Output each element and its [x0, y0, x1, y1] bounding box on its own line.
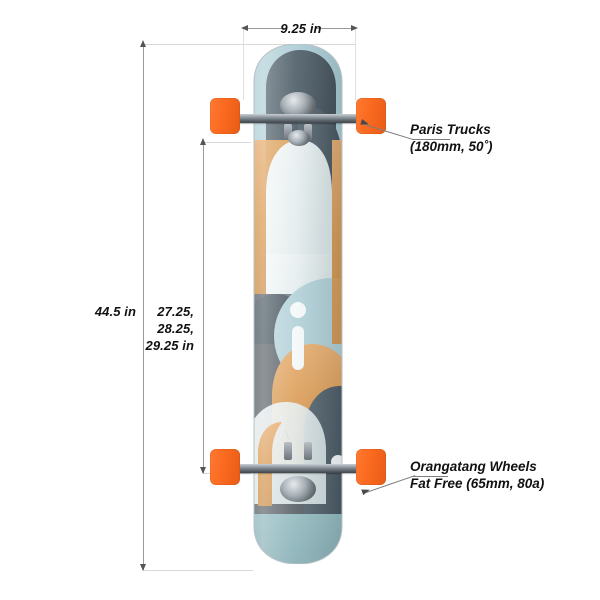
top-truck-hanger [280, 92, 316, 118]
wheel-rear-right [356, 449, 386, 485]
top-truck-pivot [288, 130, 310, 146]
wheelbase-dimension-label-line1: 27.25, [157, 304, 194, 319]
trucks-callout-leader-flat [412, 139, 450, 140]
wheelbase-arrow-bottom-icon [200, 467, 206, 474]
length-dimension-line [143, 44, 144, 570]
top-truck-axle [230, 114, 366, 123]
wheel-front-left [210, 98, 240, 134]
wheel-rear-left [210, 449, 240, 485]
wheelbase-dimension-line [203, 142, 204, 473]
wheelbase-dimension-label-line3: 29.25 in [145, 338, 194, 353]
bottom-truck-kingpin-left [284, 442, 292, 460]
top-truck-kingpin-left [284, 124, 292, 140]
width-arrow-left-icon [241, 25, 248, 31]
top-truck-kingpin-right [304, 124, 312, 140]
width-extension-left [243, 28, 244, 100]
longboard-product-image [210, 44, 386, 564]
wheels-callout-line1: Orangatang Wheels [410, 459, 537, 474]
wheelbase-dimension-label-line2: 28.25, [157, 321, 194, 336]
width-dim-line-right [315, 28, 355, 29]
length-dimension-label: 44.5 in [94, 304, 136, 319]
bottom-truck-kingpin-right [304, 442, 312, 460]
bottom-truck-hanger [280, 476, 316, 502]
trucks-callout-line1: Paris Trucks [410, 122, 491, 137]
wheel-front-right [356, 98, 386, 134]
length-arrow-top-icon [140, 40, 146, 47]
trucks-callout-line2: (180mm, 50˚) [410, 139, 493, 154]
wheels-callout-line2: Fat Free (65mm, 80a) [410, 476, 545, 491]
width-extension-right [355, 28, 356, 100]
width-dim-line-left [245, 28, 285, 29]
wheels-callout-arrow-icon [361, 486, 371, 496]
length-extension-line-top [143, 44, 243, 45]
wheels-callout-leader-flat [412, 476, 448, 477]
wheelbase-extension-line-top [203, 142, 251, 143]
length-extension-line-bottom [143, 570, 253, 571]
width-dimension-label: 9.25 in [280, 21, 322, 36]
wheelbase-arrow-top-icon [200, 138, 206, 145]
bottom-truck-axle [230, 464, 366, 473]
length-arrow-bottom-icon [140, 564, 146, 571]
width-arrow-right-icon [351, 25, 358, 31]
